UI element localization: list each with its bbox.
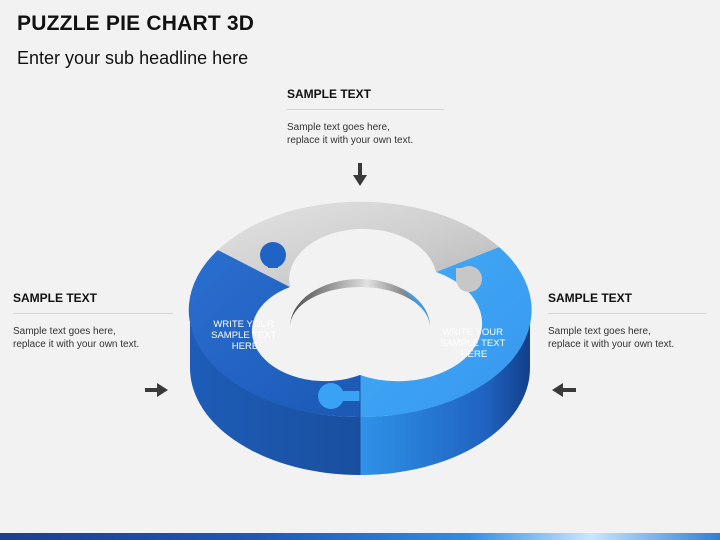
- piece-right-label: WRITE YOUR SAMPLE TEXT HERE: [440, 327, 508, 360]
- text-block-left-line-2: replace it with your own text.: [13, 339, 140, 350]
- text-block-top-body: Sample text goes here, replace it with y…: [287, 121, 444, 147]
- puzzle-piece-left: [188, 250, 360, 418]
- puzzle-piece-right: [360, 247, 532, 418]
- puzzle-knob-right-neck: [339, 391, 360, 401]
- ring-hole-wall: [290, 279, 430, 327]
- arrow-left-icon: [552, 383, 576, 397]
- ring-side-right: [360, 310, 530, 475]
- text-block-right-body: Sample text goes here, replace it with y…: [548, 325, 706, 351]
- puzzle-knob-top-neck: [456, 268, 468, 278]
- text-block-left: SAMPLE TEXT Sample text goes here, repla…: [13, 291, 173, 351]
- text-block-left-divider: [13, 313, 173, 314]
- text-block-top-line-2: replace it with your own text.: [287, 135, 414, 146]
- footer-accent-bar: [0, 533, 720, 540]
- arrow-down-icon: [353, 163, 367, 186]
- piece-left-label-line-2: SAMPLE TEXT: [211, 330, 276, 341]
- piece-left-label: WRITE YOUR SAMPLE TEXT HERE: [211, 319, 279, 352]
- text-block-right-line-1: Sample text goes here,: [548, 326, 651, 337]
- text-block-top-line-1: Sample text goes here,: [287, 122, 390, 133]
- puzzle-knob-right: [318, 383, 344, 409]
- piece-right-label-line-2: SAMPLE TEXT: [440, 338, 505, 349]
- slide-title: PUZZLE PIE CHART 3D: [17, 12, 255, 35]
- puzzle-knob-left: [260, 242, 286, 268]
- ring-hole: [290, 279, 430, 375]
- text-block-left-heading: SAMPLE TEXT: [13, 291, 98, 305]
- puzzle-piece-top: [218, 201, 499, 287]
- text-block-left-body: Sample text goes here, replace it with y…: [13, 325, 173, 351]
- piece-left-label-line-1: WRITE YOUR: [213, 319, 274, 330]
- puzzle-knob-left-neck: [268, 256, 278, 268]
- text-block-top: SAMPLE TEXT Sample text goes here, repla…: [287, 87, 444, 147]
- text-block-right-line-2: replace it with your own text.: [548, 339, 675, 350]
- text-block-right: SAMPLE TEXT Sample text goes here, repla…: [548, 291, 706, 351]
- text-block-top-heading: SAMPLE TEXT: [287, 87, 372, 101]
- text-block-right-heading: SAMPLE TEXT: [548, 291, 633, 305]
- text-block-right-divider: [548, 313, 706, 314]
- piece-right-label-line-3: HERE: [461, 349, 487, 360]
- piece-right-label-line-1: WRITE YOUR: [442, 327, 503, 338]
- arrow-right-icon: [145, 383, 168, 397]
- ring-side-left: [190, 310, 360, 475]
- slide-subtitle: Enter your sub headline here: [17, 48, 249, 68]
- piece-left-label-line-3: HERE: [232, 341, 258, 352]
- text-block-left-line-1: Sample text goes here,: [13, 326, 116, 337]
- text-block-top-divider: [287, 109, 444, 110]
